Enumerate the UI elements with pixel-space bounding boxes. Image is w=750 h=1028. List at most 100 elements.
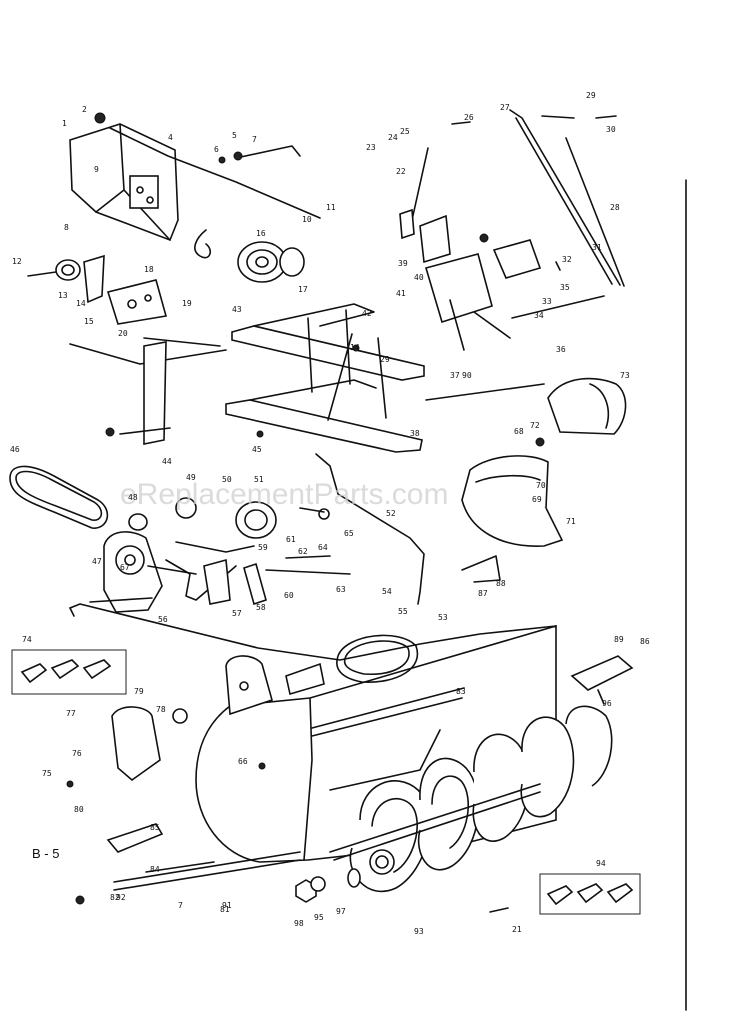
axle-rod	[106, 823, 301, 891]
callout-62: 64	[318, 543, 328, 552]
callout-5: 6	[214, 145, 219, 154]
callout-72: 74	[22, 635, 32, 644]
callout-19: 20	[118, 329, 128, 338]
callout-95: 97	[336, 907, 346, 916]
callout-53: 55	[398, 607, 408, 616]
callout-91: 93	[414, 927, 424, 936]
callout-35: 37	[450, 371, 460, 380]
callout-36: 38	[410, 429, 420, 438]
callout-45: 47	[92, 557, 102, 566]
frame-rails	[225, 303, 425, 453]
callout-77: 79	[134, 687, 144, 696]
callout-13: 12	[12, 257, 22, 266]
callout-17: 18	[144, 265, 154, 274]
gear-case	[89, 531, 197, 613]
drive-pulley	[194, 229, 305, 283]
callout-84: 86	[640, 637, 650, 646]
auger-sprocket	[172, 708, 395, 875]
idler-bracket	[106, 279, 168, 325]
callout-44: 46	[10, 445, 20, 454]
callout-74: 76	[72, 749, 82, 758]
callout-52: 54	[382, 587, 392, 596]
callout-68: 70	[536, 481, 546, 490]
callout-11: 16	[256, 229, 266, 238]
callout-3: 4	[168, 133, 173, 142]
cross-shaft	[425, 383, 545, 401]
crank-rod	[509, 109, 625, 287]
control-rod-top	[109, 127, 321, 219]
callout-49: 51	[254, 475, 264, 484]
callout-57: 59	[258, 543, 268, 552]
callout-63: 65	[344, 529, 354, 538]
callout-43: 45	[252, 445, 262, 454]
page-label: B - 5	[32, 846, 59, 861]
callout-92: 94	[596, 859, 606, 868]
callout-88: 90	[462, 371, 472, 380]
callout-29: 31	[592, 243, 602, 252]
callout-47: 49	[186, 473, 196, 482]
callout-2: 2	[82, 105, 87, 114]
callout-70: 72	[530, 421, 540, 430]
callout-37: 39	[398, 259, 408, 268]
small-pulley	[27, 254, 105, 304]
callout-60: 62	[298, 547, 308, 556]
callout-20: 22	[396, 167, 406, 176]
callout-46: 48	[128, 493, 138, 502]
callout-65: 67	[120, 563, 130, 572]
callout-14: 13	[58, 291, 68, 300]
callout-30: 32	[562, 255, 572, 264]
callout-28: 30	[606, 125, 616, 134]
callout-22: 24	[388, 133, 398, 142]
callout-40: 42	[362, 309, 372, 318]
callout-56: 58	[256, 603, 266, 612]
callout-18: 19	[182, 299, 192, 308]
discharge-chute	[461, 455, 564, 583]
chute-crank-bracket	[424, 239, 605, 351]
shear-pin-kit-left	[11, 649, 127, 695]
callout-86: 88	[496, 579, 506, 588]
callout-16: 15	[84, 317, 94, 326]
callout-79: 81	[220, 905, 230, 914]
callout-76: 78	[156, 705, 166, 714]
callout-66: 68	[514, 427, 524, 436]
callout-98: 14	[350, 343, 360, 352]
callout-10: 10	[302, 215, 312, 224]
callout-32: 34	[534, 311, 544, 320]
callout-93: 95	[314, 913, 324, 922]
callout-31: 33	[542, 297, 552, 306]
auger-side-plates	[111, 655, 325, 782]
shear-pin-kit-right	[539, 873, 641, 915]
callout-83: 85	[150, 823, 160, 832]
linkage-arms	[165, 541, 351, 606]
drive-belt	[9, 465, 109, 529]
callout-99: 7	[178, 901, 183, 910]
callout-97: 21	[512, 925, 522, 934]
callout-61: 63	[336, 585, 346, 594]
callout-38: 40	[414, 273, 424, 282]
center-pulleys	[128, 497, 330, 539]
callout-59: 61	[286, 535, 296, 544]
callout-26: 28	[610, 203, 620, 212]
callout-34: 36	[556, 345, 566, 354]
chute-deflector	[547, 377, 627, 435]
left-control-arm	[69, 337, 227, 445]
frame-plate	[69, 112, 179, 242]
shift-lever	[399, 121, 489, 264]
callout-100: 29	[380, 355, 390, 364]
bearings	[295, 868, 361, 903]
callout-90: 92	[116, 893, 126, 902]
callout-73: 75	[42, 769, 52, 778]
callout-96: 98	[294, 919, 304, 928]
callout-82: 84	[150, 865, 160, 874]
callout-12: 17	[298, 285, 308, 294]
callout-4: 5	[232, 131, 237, 140]
callout-89: 91	[222, 901, 232, 910]
callout-85: 87	[478, 589, 488, 598]
callout-87: 89	[614, 635, 624, 644]
callout-7: 9	[94, 165, 99, 174]
callout-33: 35	[560, 283, 570, 292]
shear-bolt-plate	[570, 655, 634, 705]
callout-1: 1	[62, 119, 67, 128]
